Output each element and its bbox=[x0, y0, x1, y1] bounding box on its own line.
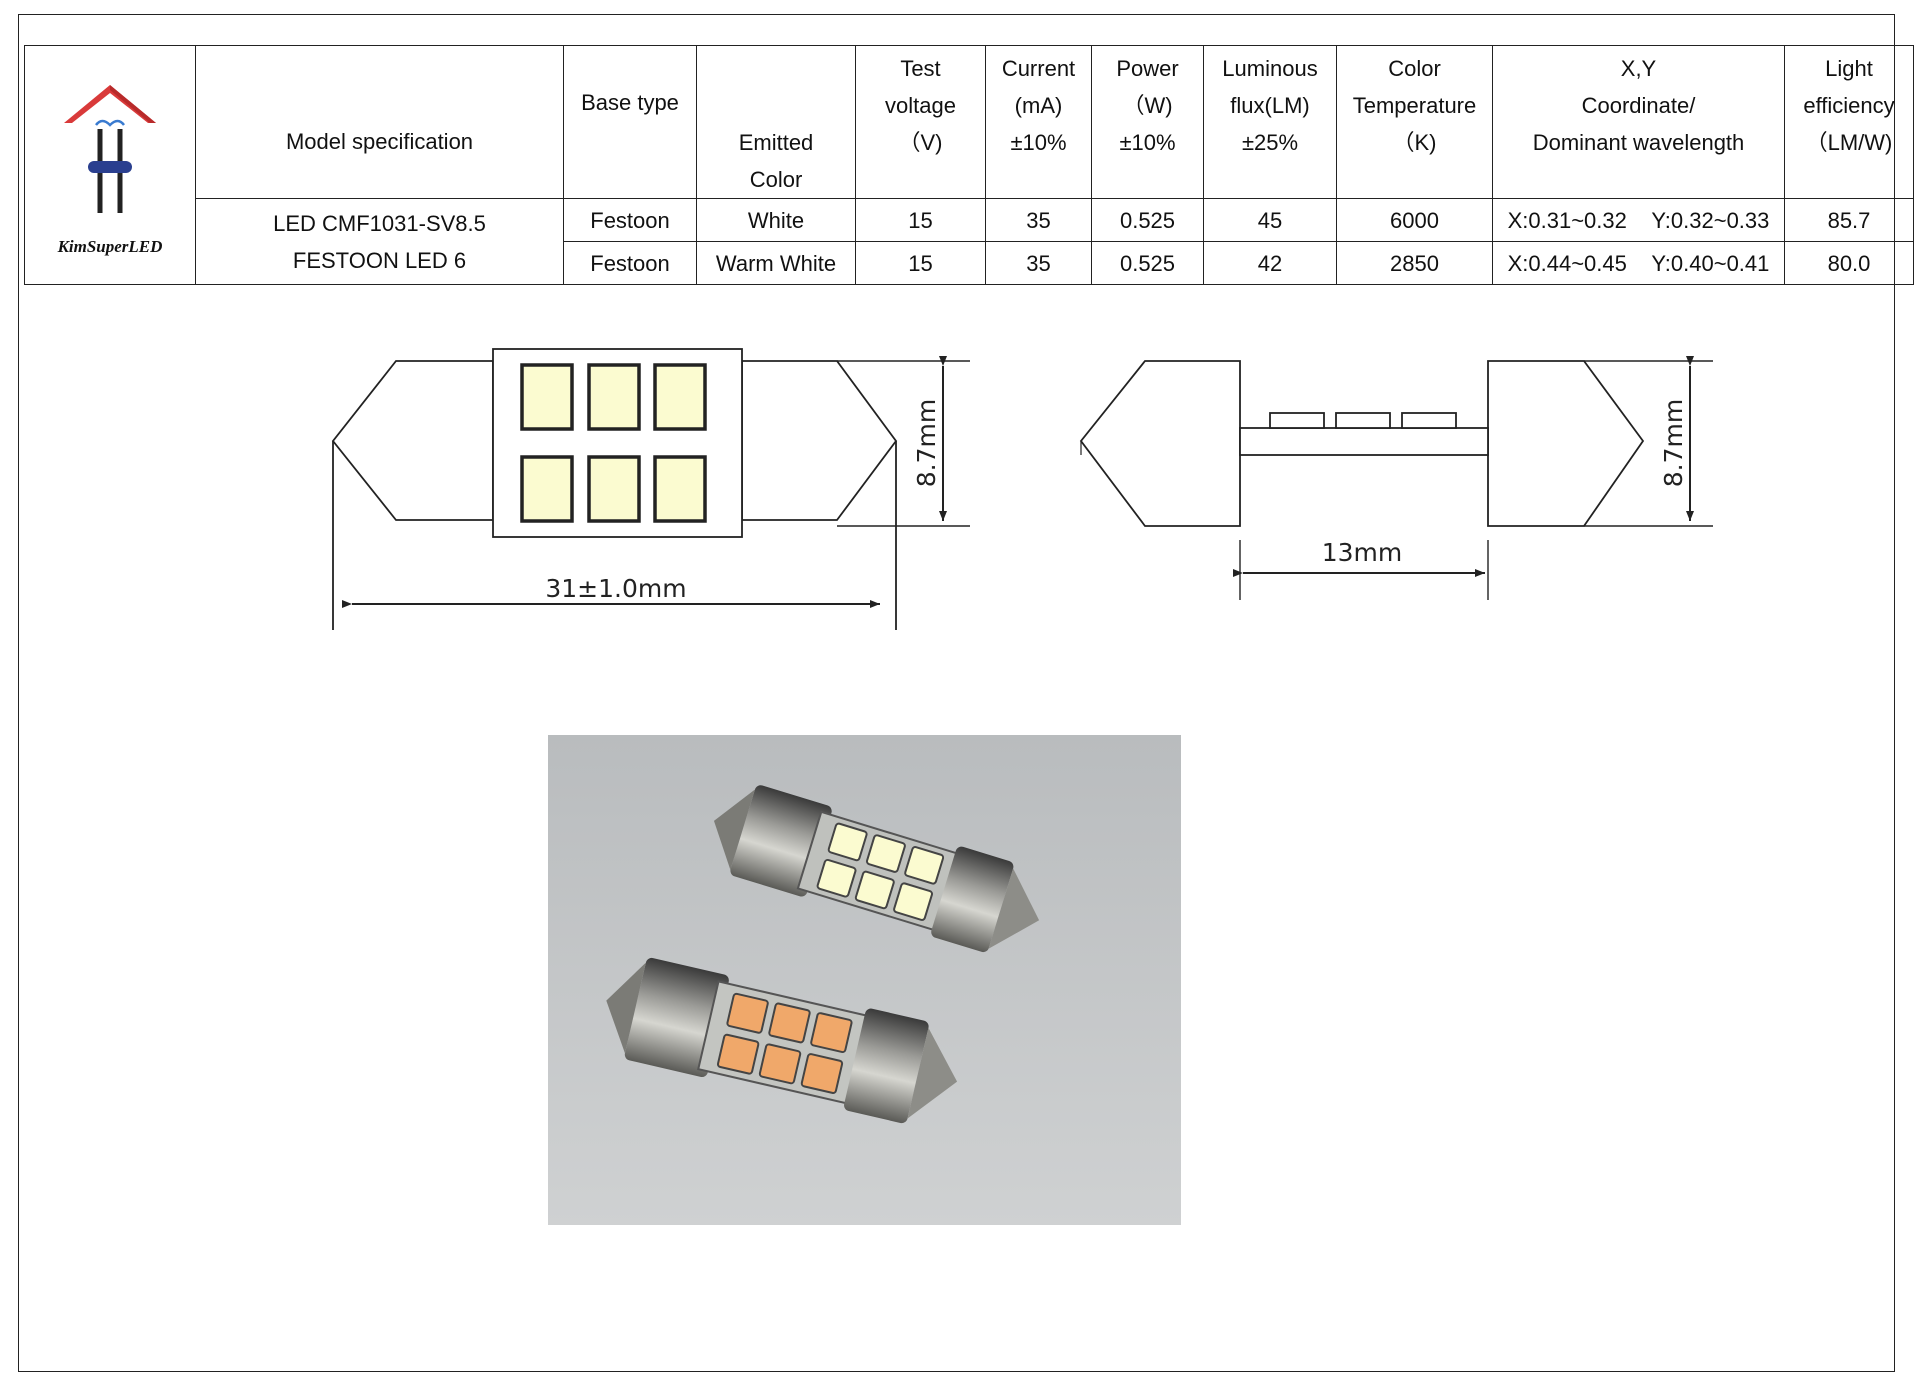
logo-bar-icon bbox=[88, 161, 132, 173]
kimsuperled-logo bbox=[64, 85, 156, 213]
row-voltage: 15 bbox=[855, 198, 986, 242]
led-chips-front bbox=[520, 363, 707, 523]
header-row: KimSuperLED Model specification Base typ… bbox=[24, 45, 1914, 285]
warm-white-led-bulb bbox=[606, 957, 958, 1124]
row-xy: X:0.31~0.32 Y:0.32~0.33 bbox=[1492, 198, 1785, 242]
table-row: Festoon Warm White 15 35 0.525 42 2850 X… bbox=[25, 241, 1914, 285]
page-frame bbox=[18, 14, 1895, 1372]
logo-cell: KimSuperLED bbox=[24, 45, 196, 285]
row-base: Festoon bbox=[563, 241, 697, 285]
row-efficiency: 80.0 bbox=[1784, 241, 1914, 285]
logo-wave-icon bbox=[95, 119, 125, 127]
row-xy: X:0.44~0.45 Y:0.40~0.41 bbox=[1492, 241, 1785, 285]
row-voltage: 15 bbox=[855, 241, 986, 285]
row-flux: 42 bbox=[1203, 241, 1337, 285]
front-length-label: 31±1.0mm bbox=[545, 574, 686, 603]
row-color: White bbox=[696, 198, 856, 242]
logo-brand-text: KimSuperLED bbox=[57, 237, 163, 256]
row-current: 35 bbox=[985, 198, 1092, 242]
row-power: 0.525 bbox=[1091, 241, 1204, 285]
header-model: Model specification bbox=[195, 45, 564, 199]
spec-table: KimSuperLED Model specification Base typ… bbox=[24, 45, 1914, 285]
product-photo bbox=[548, 735, 1181, 1225]
front-view-drawing bbox=[331, 348, 970, 630]
side-spacing-label: 13mm bbox=[1322, 538, 1403, 567]
side-diameter-label: 8.7mm bbox=[1659, 399, 1688, 487]
header-base: Base type bbox=[563, 45, 697, 199]
front-diameter-label: 8.7mm bbox=[912, 399, 941, 487]
side-view-drawing bbox=[1079, 356, 1713, 600]
white-led-bulb bbox=[713, 785, 1040, 953]
row-power: 0.525 bbox=[1091, 198, 1204, 242]
header-power: Power（W)±10% bbox=[1091, 45, 1204, 199]
header-current: Current(mA)±10% bbox=[985, 45, 1092, 199]
row-color: Warm White bbox=[696, 241, 856, 285]
dimension-drawings: 31±1.0mm 8.7mm 13mm 8.7mm bbox=[331, 348, 1713, 630]
